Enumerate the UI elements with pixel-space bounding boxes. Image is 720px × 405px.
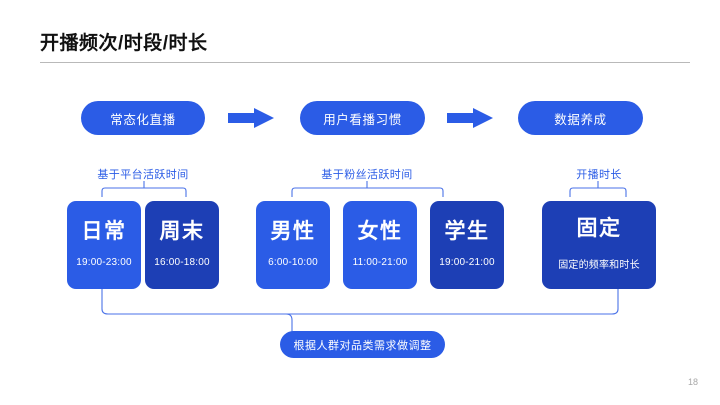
card-title: 女性 <box>357 220 403 244</box>
bracket-connector-group-2 <box>290 181 445 197</box>
group-caption-stream-duration: 开播时长 <box>576 169 622 181</box>
card-male[interactable]: 男性 6:00-10:00 <box>256 201 330 289</box>
card-female[interactable]: 女性 11:00-21:00 <box>343 201 417 289</box>
arrow-right-icon <box>447 108 493 128</box>
page-title: 开播频次/时段/时长 <box>40 33 208 54</box>
card-subtitle: 16:00-18:00 <box>154 256 210 268</box>
summary-pill[interactable]: 根据人群对品类需求做调整 <box>280 331 445 358</box>
card-daily[interactable]: 日常 19:00-23:00 <box>67 201 141 289</box>
card-subtitle: 6:00-10:00 <box>268 256 318 268</box>
card-title: 学生 <box>444 220 490 244</box>
flow-step-data-cultivation[interactable]: 数据养成 <box>518 101 643 135</box>
title-divider <box>40 62 690 63</box>
group-caption-fan-active-time: 基于粉丝活跃时间 <box>321 169 413 181</box>
card-fixed[interactable]: 固定 固定的频率和时长 <box>542 201 656 289</box>
group-caption-platform-active-time: 基于平台活跃时间 <box>97 169 189 181</box>
card-weekend[interactable]: 周末 16:00-18:00 <box>145 201 219 289</box>
card-subtitle: 固定的频率和时长 <box>558 259 640 271</box>
card-title: 固定 <box>576 217 622 241</box>
flow-step-viewing-habit[interactable]: 用户看播习惯 <box>300 101 425 135</box>
bracket-connector-group-3 <box>568 181 628 197</box>
card-title: 日常 <box>81 220 127 244</box>
page-number: 18 <box>687 377 698 387</box>
bracket-connector-group-1 <box>100 181 188 197</box>
arrow-right-icon <box>228 108 274 128</box>
flow-step-normalized-live[interactable]: 常态化直播 <box>81 101 205 135</box>
card-subtitle: 19:00-21:00 <box>439 256 495 268</box>
card-title: 男性 <box>270 220 316 244</box>
bracket-connector-summary <box>96 289 624 335</box>
card-subtitle: 19:00-23:00 <box>76 256 132 268</box>
card-subtitle: 11:00-21:00 <box>352 256 408 268</box>
card-title: 周末 <box>159 220 205 244</box>
card-student[interactable]: 学生 19:00-21:00 <box>430 201 504 289</box>
